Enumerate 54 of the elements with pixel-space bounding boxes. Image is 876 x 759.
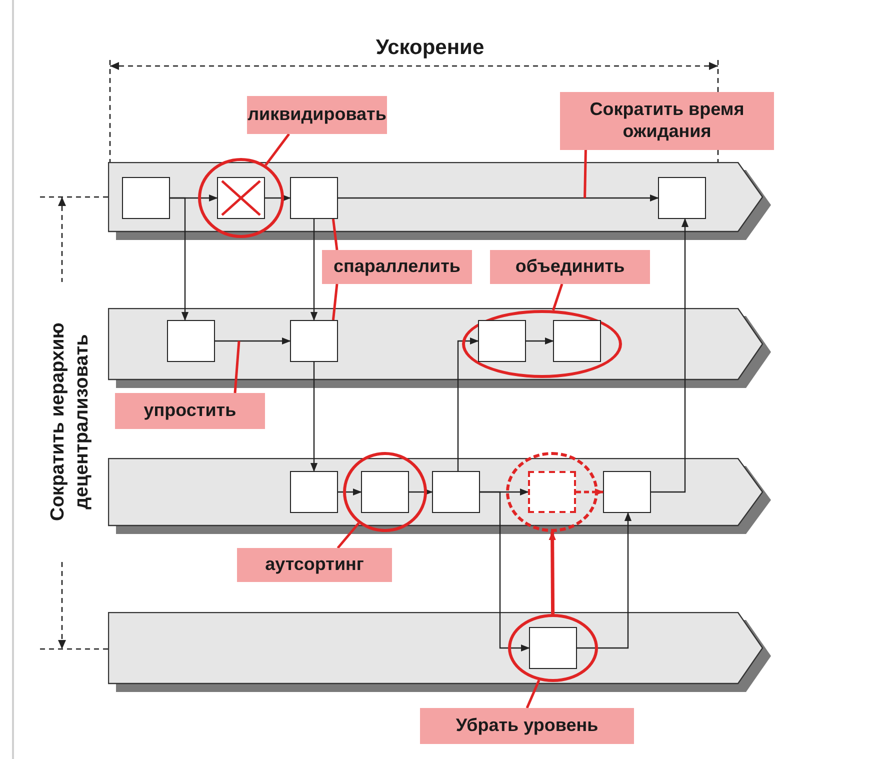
- callout-label: объединить: [490, 250, 650, 284]
- highlight-ellipse: [506, 452, 598, 532]
- process-box: [290, 177, 338, 219]
- highlight-ellipse: [343, 452, 427, 532]
- arrow: [310, 362, 318, 472]
- process-box: [528, 471, 576, 513]
- arrow: [651, 218, 689, 493]
- process-box: [290, 471, 338, 513]
- process-box: [432, 471, 480, 513]
- process-lane-arrow: [108, 308, 771, 388]
- crossed-out-box: [217, 177, 265, 219]
- leader-line: [526, 680, 540, 708]
- callout-label: аутсортинг: [237, 548, 392, 582]
- process-box: [658, 177, 706, 219]
- arrow: [480, 491, 530, 652]
- process-box: [361, 471, 409, 513]
- process-lane-arrow: [108, 612, 771, 692]
- dimension-label: Сократить иерархию: [46, 322, 70, 522]
- process-box: [553, 320, 601, 362]
- arrow: [310, 219, 318, 321]
- process-box: [603, 471, 651, 513]
- leader-line: [332, 284, 338, 320]
- dimension-label: децентрализовать: [70, 334, 93, 510]
- highlight-ellipse: [198, 158, 284, 238]
- leader-line: [552, 284, 564, 311]
- process-box: [167, 320, 215, 362]
- process-box: [529, 627, 577, 669]
- arrow: [526, 337, 554, 345]
- arrow: [338, 194, 659, 202]
- dimension-label: Ускорение: [374, 35, 486, 61]
- process-box: [122, 177, 170, 219]
- arrow: [215, 337, 291, 345]
- callout-label: Сократить время ожидания: [560, 92, 774, 150]
- arrow: [265, 194, 291, 202]
- arrow: [338, 488, 362, 496]
- leader-line: [264, 133, 290, 166]
- leader-line: [234, 340, 240, 394]
- arrow: [170, 197, 189, 321]
- highlight-ellipse: [462, 310, 622, 378]
- arrow: [577, 512, 632, 649]
- callout-label: Убрать уровень: [420, 708, 634, 744]
- arrow: [548, 531, 556, 614]
- process-box: [478, 320, 526, 362]
- callout-label: ликвидировать: [247, 96, 387, 134]
- leader-line: [584, 150, 587, 198]
- arrow: [576, 488, 604, 496]
- highlight-ellipse: [508, 614, 598, 682]
- callout-label: упростить: [115, 393, 265, 429]
- callout-label: спараллелить: [322, 250, 472, 284]
- leader-line: [336, 522, 360, 549]
- process-box: [290, 320, 338, 362]
- process-lane-arrow: [108, 162, 771, 240]
- arrow: [457, 337, 479, 471]
- arrow: [409, 488, 433, 496]
